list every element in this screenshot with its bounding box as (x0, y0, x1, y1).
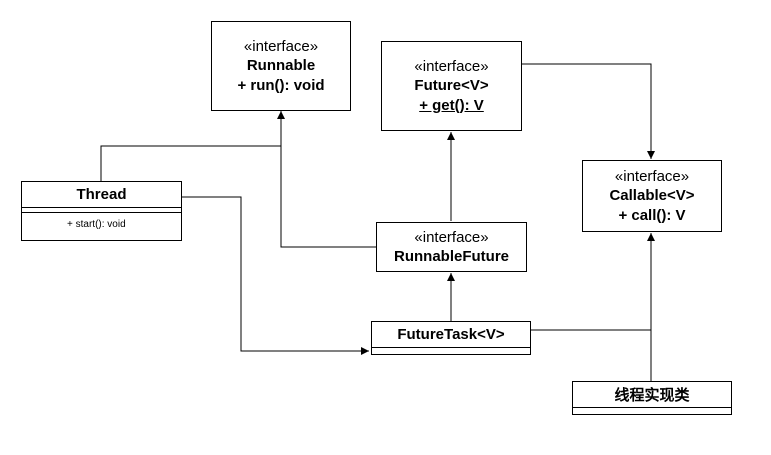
future-stereotype: «interface» (414, 57, 489, 75)
futuretask-class-box[interactable]: FutureTask<V> (371, 321, 531, 355)
thread-class-divider (22, 208, 181, 213)
impl-class-divider (573, 408, 731, 412)
runnablefuture-name: RunnableFuture (394, 247, 509, 265)
runnable-interface-box[interactable]: «interface» Runnable + run(): void (211, 21, 351, 111)
runnablefuture-stereotype: «interface» (414, 228, 489, 246)
future-name: Future<V> (414, 76, 489, 94)
callable-name: Callable<V> (609, 186, 695, 204)
edge-runnablefuture-to-runnable (280, 146, 376, 248)
runnable-name: Runnable (246, 56, 316, 74)
edge-future-to-callable (521, 63, 655, 159)
futuretask-class-divider (372, 348, 530, 352)
thread-class-method: + start(): void (67, 219, 126, 230)
callable-stereotype: «interface» (614, 167, 690, 185)
runnablefuture-interface-box[interactable]: «interface» RunnableFuture (376, 222, 527, 272)
impl-class-box[interactable]: 线程实现类 (572, 381, 732, 415)
thread-class-name: Thread (22, 182, 181, 208)
impl-class-name: 线程实现类 (573, 382, 731, 408)
runnable-method: + run(): void (237, 76, 325, 94)
futuretask-class-name: FutureTask<V> (372, 322, 530, 348)
runnable-stereotype: «interface» (243, 37, 319, 55)
future-method: + get(): V (419, 96, 484, 114)
future-interface-box[interactable]: «interface» Future<V> + get(): V (381, 41, 522, 131)
edge-thread-to-futuretask (181, 196, 369, 355)
callable-interface-box[interactable]: «interface» Callable<V> + call(): V (582, 160, 722, 232)
callable-method: + call(): V (618, 206, 686, 224)
thread-class-box[interactable]: Thread + start(): void (21, 181, 182, 241)
edge-thread-to-runnable (100, 111, 285, 181)
